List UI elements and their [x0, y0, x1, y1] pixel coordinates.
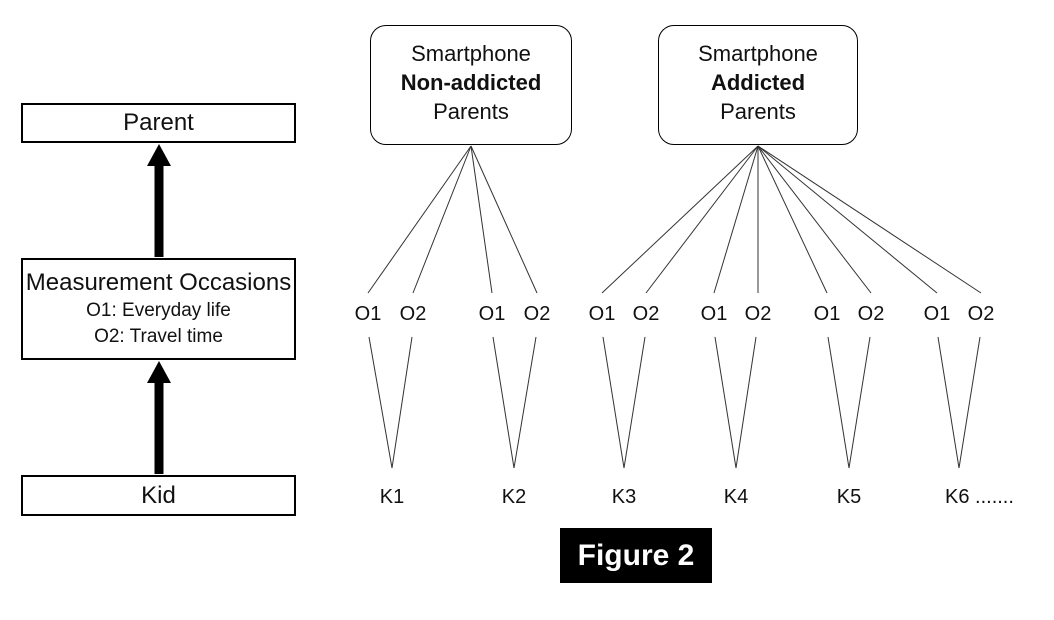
kid-box: Kid: [21, 475, 296, 516]
kid-label-k2: K2: [501, 486, 527, 508]
group-a-line-3: Parents: [433, 99, 509, 124]
measurement-title: Measurement Occasions: [25, 269, 292, 296]
occasion-label-8: O2: [744, 303, 772, 325]
occasion-label-2: O2: [399, 303, 427, 325]
v-lines-kids: [368, 336, 981, 469]
arrow-kid-to-measurement: [147, 361, 171, 474]
non-addicted-parents-box: Smartphone Non-addicted Parents: [370, 25, 572, 145]
parent-box: Parent: [21, 103, 296, 143]
measurement-occasion-2: O2: Travel time: [94, 326, 223, 347]
figure-caption-text: Figure 2: [577, 538, 695, 572]
group-b-line-3: Parents: [720, 99, 796, 124]
kid-label-k3: K3: [611, 486, 637, 508]
group-b-line-1: Smartphone: [698, 41, 818, 66]
kid-label-k1: K1: [379, 486, 405, 508]
kid-box-label: Kid: [141, 481, 176, 509]
occasion-label-11: O1: [923, 303, 951, 325]
occasion-label-4: O2: [523, 303, 551, 325]
parent-box-label: Parent: [123, 109, 194, 136]
fan-lines-non-addicted: [367, 145, 538, 294]
occasion-label-6: O2: [632, 303, 660, 325]
kid-label-k6: K6 .......: [945, 486, 1014, 508]
fan-lines-addicted: [601, 145, 982, 294]
measurement-occasions-box: Measurement Occasions O1: Everyday life …: [21, 258, 296, 360]
occasion-label-1: O1: [354, 303, 382, 325]
measurement-occasion-1: O1: Everyday life: [86, 300, 231, 321]
occasion-label-12: O2: [967, 303, 995, 325]
group-a-line-1: Smartphone: [411, 41, 531, 66]
arrow-measurement-to-parent: [147, 144, 171, 257]
addicted-parents-box: Smartphone Addicted Parents: [658, 25, 858, 145]
occasion-label-9: O1: [813, 303, 841, 325]
group-a-line-2: Non-addicted: [400, 70, 542, 95]
occasion-label-7: O1: [700, 303, 728, 325]
figure-caption: Figure 2: [560, 528, 712, 583]
occasion-label-10: O2: [857, 303, 885, 325]
kid-label-k4: K4: [723, 486, 749, 508]
group-b-line-2: Addicted: [710, 70, 806, 95]
occasion-label-3: O1: [478, 303, 506, 325]
kid-label-k5: K5: [836, 486, 862, 508]
occasion-label-5: O1: [588, 303, 616, 325]
